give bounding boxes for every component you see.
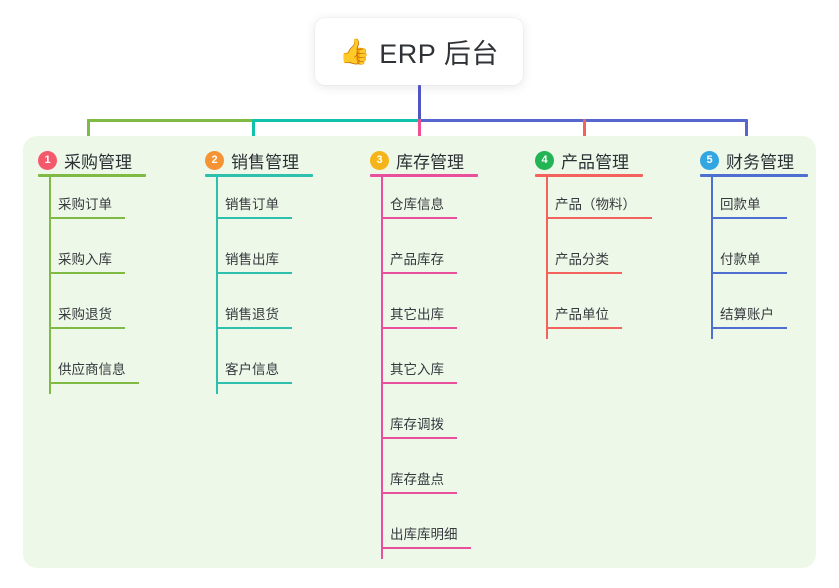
branch-badge-1: 1 (38, 151, 57, 170)
leaf-rule (711, 217, 787, 219)
branch-title-4: 产品管理 (561, 153, 629, 172)
leaf-label: 销售订单 (225, 197, 279, 212)
leaf-label: 仓库信息 (390, 197, 444, 212)
branch-spine-4 (546, 174, 548, 339)
branch-header-1[interactable]: 1 采购管理 (38, 148, 132, 173)
root-node-card[interactable]: 👍 ERP 后台 (315, 18, 523, 85)
branch-rule-3 (370, 174, 478, 177)
branch-title-2: 销售管理 (231, 153, 299, 172)
branch-title-3: 库存管理 (396, 153, 464, 172)
connector-root-stem (418, 85, 421, 121)
branch-rule-1 (38, 174, 146, 177)
leaf-rule (216, 327, 292, 329)
leaf-label: 采购退货 (58, 307, 112, 322)
leaf-label: 其它入库 (390, 362, 444, 377)
leaf-label: 产品（物料） (555, 197, 636, 212)
leaf-label: 销售出库 (225, 252, 279, 267)
leaf-label: 回款单 (720, 197, 761, 212)
leaf-label: 其它出库 (390, 307, 444, 322)
leaf-label: 库存调拨 (390, 417, 444, 432)
leaf-rule (711, 272, 787, 274)
branch-header-2[interactable]: 2 销售管理 (205, 148, 299, 173)
leaf-rule (546, 272, 622, 274)
branch-badge-3: 3 (370, 151, 389, 170)
branch-title-5: 财务管理 (726, 153, 794, 172)
leaf-label: 产品库存 (390, 252, 444, 267)
leaf-rule (381, 492, 457, 494)
branch-rule-4 (535, 174, 643, 177)
leaf-label: 客户信息 (225, 362, 279, 377)
branch-title-1: 采购管理 (64, 153, 132, 172)
connector-drop-5 (745, 119, 748, 152)
leaf-rule (381, 217, 457, 219)
connector-drop-2 (252, 119, 255, 152)
leaf-rule (381, 547, 471, 549)
leaf-rule (381, 272, 457, 274)
leaf-rule (216, 382, 292, 384)
branch-rule-2 (205, 174, 313, 177)
leaf-label: 采购订单 (58, 197, 112, 212)
leaf-label: 库存盘点 (390, 472, 444, 487)
branch-spine-2 (216, 174, 218, 394)
branch-header-4[interactable]: 4 产品管理 (535, 148, 629, 173)
leaf-rule (711, 327, 787, 329)
branch-badge-5: 5 (700, 151, 719, 170)
leaf-rule (381, 437, 457, 439)
branch-header-3[interactable]: 3 库存管理 (370, 148, 464, 173)
connector-drop-3 (418, 119, 421, 152)
branch-rule-5 (700, 174, 808, 177)
leaf-rule (381, 327, 457, 329)
connector-drop-4 (583, 119, 586, 152)
connector-bus-segment-1 (87, 119, 253, 122)
branch-badge-2: 2 (205, 151, 224, 170)
leaf-rule (216, 272, 292, 274)
leaf-rule (381, 382, 457, 384)
connector-bus-segment-2 (252, 119, 420, 122)
leaf-label: 产品分类 (555, 252, 609, 267)
leaf-rule (49, 382, 139, 384)
mindmap-panel (23, 136, 816, 568)
branch-header-5[interactable]: 5 财务管理 (700, 148, 794, 173)
leaf-label: 销售退货 (225, 307, 279, 322)
thumbs-up-icon: 👍 (339, 37, 371, 66)
leaf-rule (49, 272, 125, 274)
branch-badge-4: 4 (535, 151, 554, 170)
leaf-label: 出库库明细 (390, 527, 458, 542)
branch-spine-1 (49, 174, 51, 394)
root-node-content: 👍 ERP 后台 (339, 32, 499, 71)
leaf-label: 采购入库 (58, 252, 112, 267)
connector-drop-1 (87, 119, 90, 152)
leaf-label: 产品单位 (555, 307, 609, 322)
leaf-label: 结算账户 (720, 307, 774, 322)
leaf-rule (49, 217, 125, 219)
root-node-title: ERP 后台 (379, 39, 499, 69)
leaf-label: 付款单 (720, 252, 761, 267)
leaf-label: 供应商信息 (58, 362, 126, 377)
branch-spine-5 (711, 174, 713, 339)
leaf-rule (546, 327, 622, 329)
branch-spine-3 (381, 174, 383, 559)
leaf-rule (216, 217, 292, 219)
leaf-rule (546, 217, 652, 219)
leaf-rule (49, 327, 125, 329)
